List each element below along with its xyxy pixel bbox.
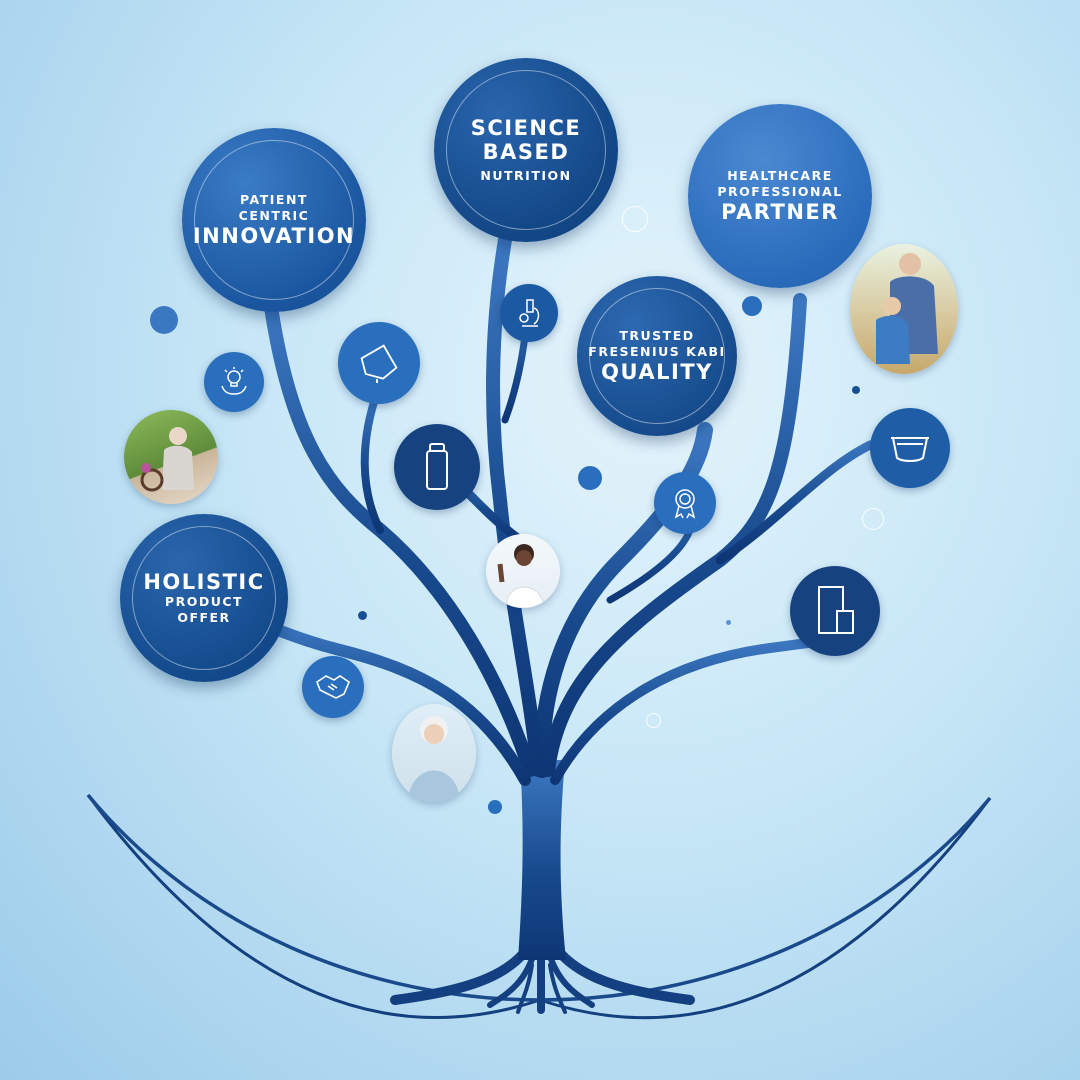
grandfather-granddaughter-photo	[850, 244, 958, 374]
tree-trunk	[518, 760, 566, 960]
innovation-main: INNOVATION	[192, 224, 356, 248]
decorative-dot	[578, 466, 602, 490]
decorative-ring	[646, 713, 661, 728]
decorative-ring	[862, 508, 884, 530]
lightbulb-hands-icon	[204, 352, 264, 412]
woman-cycling-photo	[124, 410, 218, 504]
quality-line2: FRESENIUS KABI	[588, 344, 726, 359]
decorative-dot	[742, 296, 762, 316]
decorative-dot	[488, 800, 502, 814]
innovation-line1: PATIENT	[240, 192, 308, 207]
holistic-main: HOLISTIC	[143, 570, 265, 594]
ground-arc-left	[86, 793, 541, 1002]
science-based-nutrition-circle: SCIENCE BASED NUTRITION	[434, 58, 618, 242]
trusted-fresenius-kabi-quality-circle: TRUSTED FRESENIUS KABI QUALITY	[577, 276, 737, 436]
decorative-dot	[726, 620, 731, 625]
ground-arc-right	[539, 796, 992, 1002]
quality-main: QUALITY	[601, 360, 713, 384]
innovation-line2: CENTRIC	[238, 208, 310, 223]
feeding-bag-icon	[338, 322, 420, 404]
holistic-line2: OFFER	[177, 610, 231, 625]
handshake-icon	[302, 656, 364, 718]
science-main1: SCIENCE	[470, 116, 582, 140]
product-cartons-icon	[790, 566, 880, 656]
decorative-dot	[852, 386, 860, 394]
decorative-ring	[622, 206, 648, 232]
microscope-icon	[500, 284, 558, 342]
award-ribbon-icon	[654, 472, 716, 534]
partner-main: PARTNER	[721, 200, 839, 224]
holistic-product-offer-circle: HOLISTIC PRODUCT OFFER	[120, 514, 288, 682]
healthcare-professional-partner-circle: HEALTHCARE PROFESSIONAL PARTNER	[688, 104, 872, 288]
woman-victory-sign-photo	[486, 534, 560, 608]
quality-line1: TRUSTED	[619, 328, 695, 343]
cup-icon	[870, 408, 950, 488]
partner-line2: PROFESSIONAL	[717, 184, 843, 199]
decorative-dot	[150, 306, 178, 334]
tree-branches	[244, 233, 910, 786]
science-main2: BASED	[482, 140, 570, 164]
holistic-line1: PRODUCT	[164, 594, 244, 609]
partner-line1: HEALTHCARE	[727, 168, 833, 183]
bottle-icon	[394, 424, 480, 510]
older-woman-smiling-photo	[392, 704, 476, 802]
patient-centric-innovation-circle: PATIENT CENTRIC INNOVATION	[182, 128, 366, 312]
science-sub: NUTRITION	[480, 168, 572, 183]
decorative-dot	[358, 611, 367, 620]
